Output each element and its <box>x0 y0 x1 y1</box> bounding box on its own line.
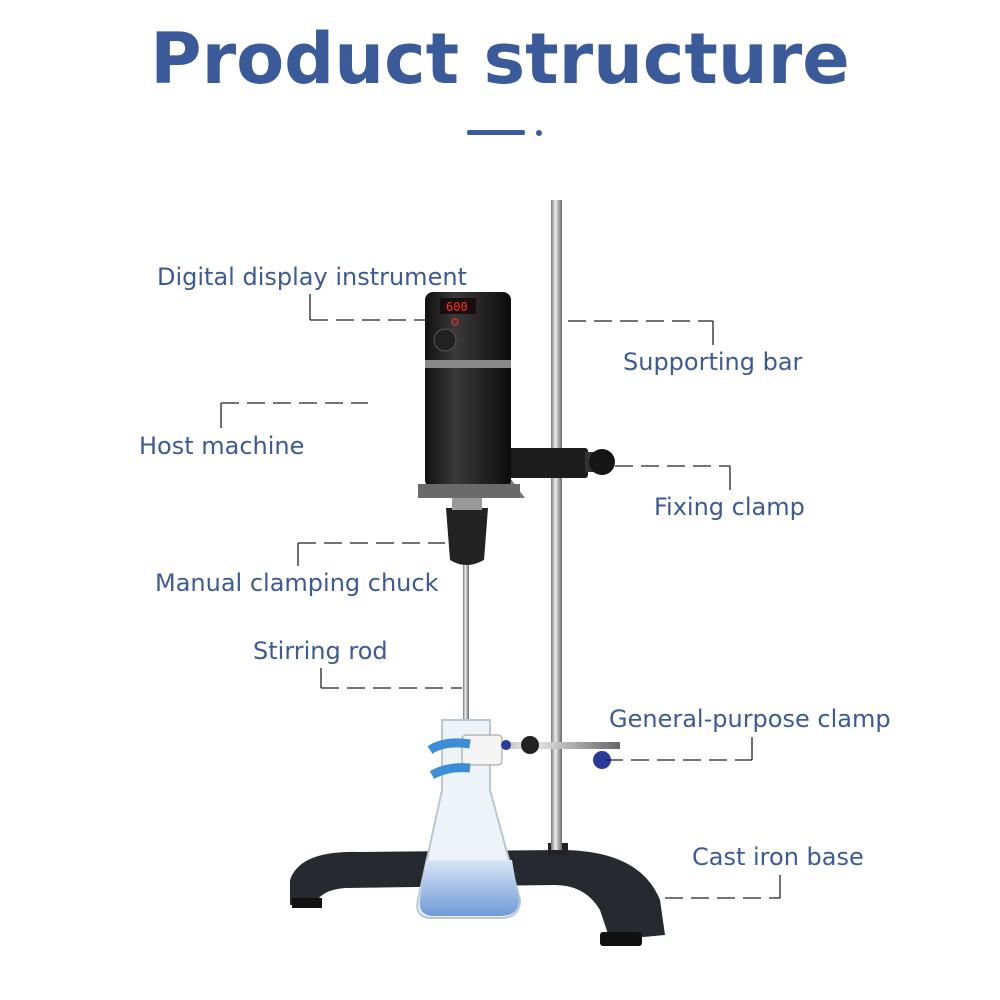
label-supporting-bar: Supporting bar <box>623 348 803 376</box>
label-stirring-rod: Stirring rod <box>253 637 388 665</box>
label-digital-display: Digital display instrument <box>157 263 467 291</box>
host-machine: 600 <box>418 292 520 498</box>
label-fixing-clamp: Fixing clamp <box>654 493 805 521</box>
label-host-machine: Host machine <box>139 432 305 460</box>
label-general-clamp: General-purpose clamp <box>609 705 891 733</box>
general-purpose-clamp <box>427 734 620 779</box>
supporting-bar <box>551 200 562 850</box>
title-dot <box>536 130 542 136</box>
label-chuck: Manual clamping chuck <box>155 569 439 597</box>
page-title: Product structure <box>150 18 850 100</box>
label-base: Cast iron base <box>692 843 864 871</box>
chuck <box>446 508 488 565</box>
title-underline <box>467 130 525 135</box>
leader-lines <box>220 294 781 899</box>
display-reading: 600 <box>446 300 468 314</box>
cast-iron-base <box>290 843 665 946</box>
speed-knob <box>433 328 457 352</box>
